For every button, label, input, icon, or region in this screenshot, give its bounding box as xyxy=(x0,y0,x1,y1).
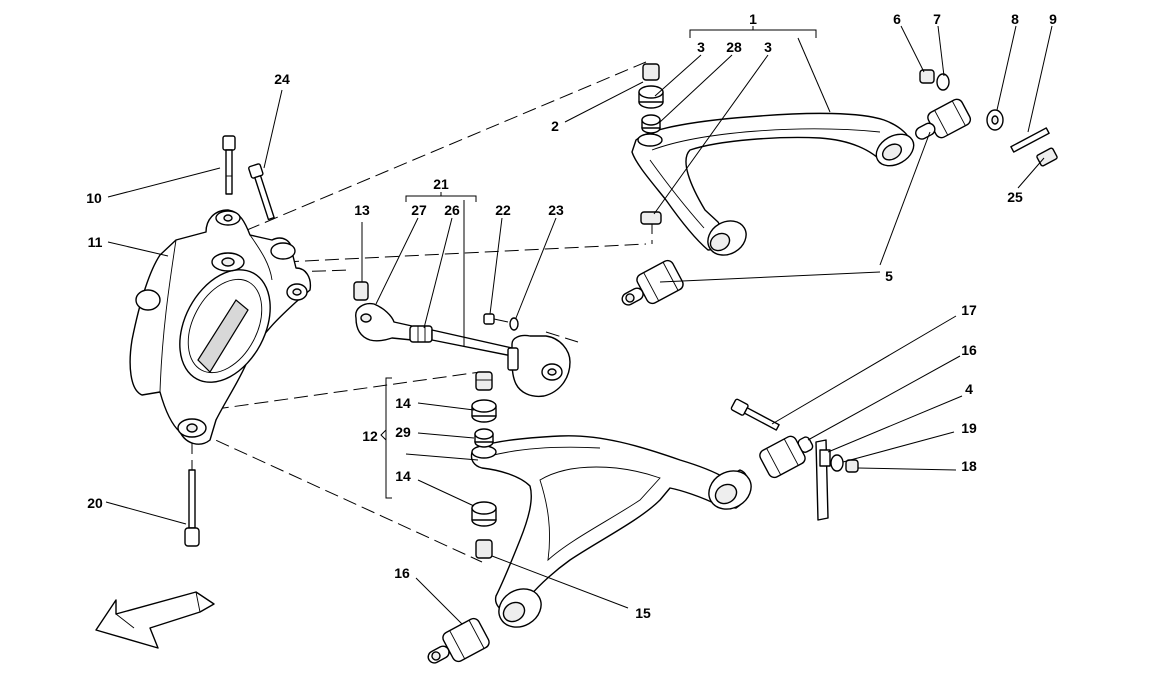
callout-4: 4 xyxy=(965,381,973,397)
bolt-24 xyxy=(248,163,275,221)
track-rod xyxy=(353,281,579,398)
callout-28: 28 xyxy=(726,39,742,55)
callout-16b: 16 xyxy=(961,342,977,358)
callout-3a: 3 xyxy=(697,39,705,55)
callout-16a: 16 xyxy=(394,565,410,581)
callout-8: 8 xyxy=(1011,11,1019,27)
callout-12: 12 xyxy=(362,428,378,444)
lower-arm-bush-front xyxy=(427,617,490,664)
callout-13: 13 xyxy=(354,202,370,218)
callout-9: 9 xyxy=(1049,11,1057,27)
callout-22: 22 xyxy=(495,202,511,218)
upper-ball-joint-parts xyxy=(638,63,664,225)
callout-14b: 14 xyxy=(395,468,411,484)
callout-labels: 1 2 3 28 3 6 7 8 9 25 5 24 10 11 21 13 2… xyxy=(86,11,1057,621)
callout-3b: 3 xyxy=(764,39,772,55)
callout-1: 1 xyxy=(749,11,757,27)
upper-arm-bush-rear xyxy=(915,69,1058,167)
callout-26: 26 xyxy=(444,202,460,218)
upper-wishbone xyxy=(631,112,915,256)
callout-25: 25 xyxy=(1007,189,1023,205)
lower-arm-bush-rear xyxy=(730,398,859,521)
callout-23: 23 xyxy=(548,202,564,218)
callout-7: 7 xyxy=(933,11,941,27)
callout-19: 19 xyxy=(961,420,977,436)
callout-10: 10 xyxy=(86,190,102,206)
callout-21: 21 xyxy=(433,176,449,192)
callout-15: 15 xyxy=(635,605,651,621)
callout-27: 27 xyxy=(411,202,427,218)
callout-29: 29 xyxy=(395,424,411,440)
callout-18: 18 xyxy=(961,458,977,474)
hub-carrier xyxy=(129,209,312,445)
callout-20: 20 xyxy=(87,495,103,511)
callout-14a: 14 xyxy=(395,395,411,411)
callout-24: 24 xyxy=(274,71,290,87)
callout-6: 6 xyxy=(893,11,901,27)
lower-wishbone xyxy=(470,435,752,628)
callout-5: 5 xyxy=(885,268,893,284)
upper-arm-bush-front xyxy=(621,259,684,306)
bolt-10 xyxy=(222,135,236,195)
direction-arrow xyxy=(95,591,215,649)
leader-lines xyxy=(105,25,1053,625)
callout-17: 17 xyxy=(961,302,977,318)
bolt-20 xyxy=(184,469,200,547)
callout-11: 11 xyxy=(88,234,103,250)
callout-2: 2 xyxy=(551,118,559,134)
lower-ball-joint-parts xyxy=(471,371,497,559)
alignment-lines xyxy=(191,61,653,563)
